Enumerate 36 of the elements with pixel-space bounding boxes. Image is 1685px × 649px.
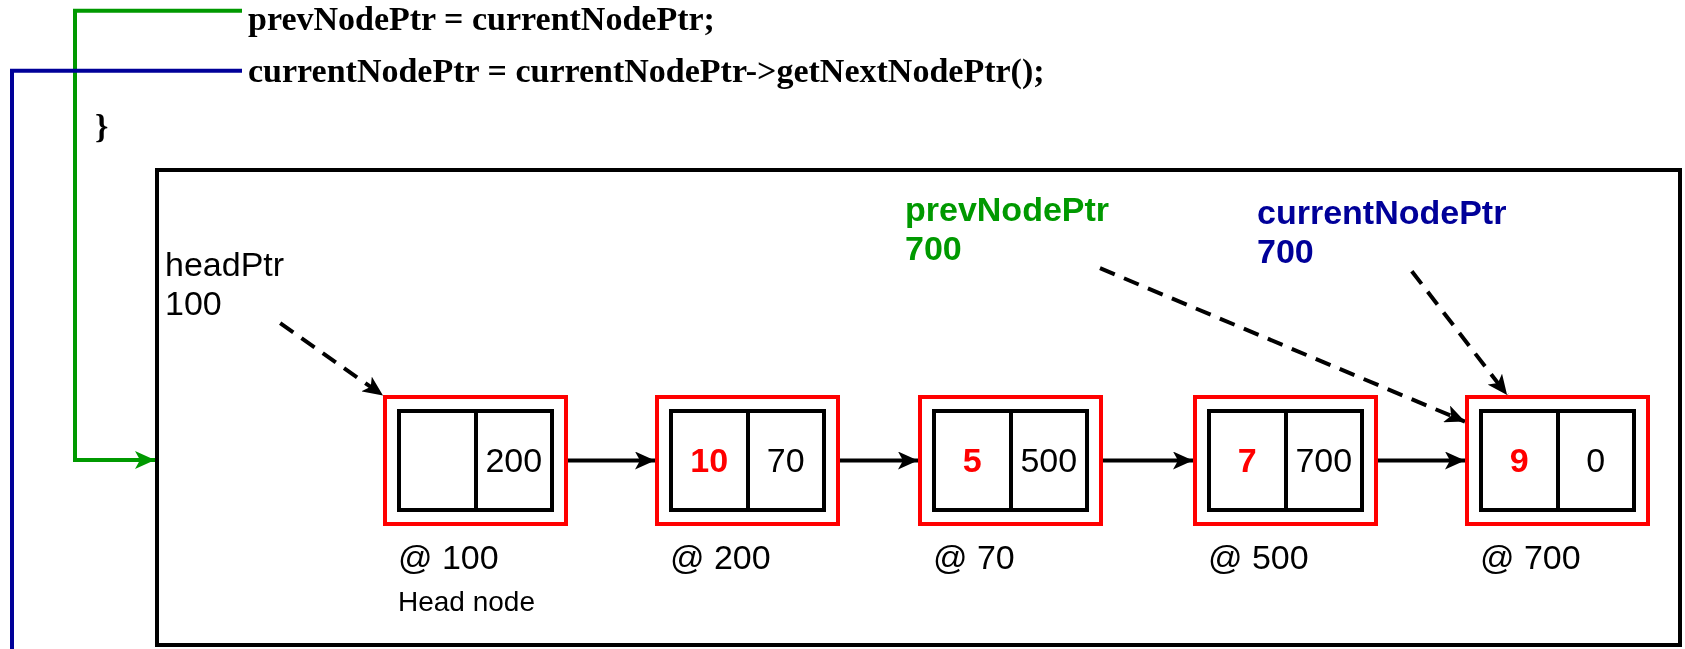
address-label: @ 100: [398, 538, 499, 577]
arrow: [568, 451, 655, 470]
pointer-field: 500: [1012, 413, 1085, 508]
data-field: 9: [1483, 413, 1560, 508]
data-field: 7: [1211, 413, 1288, 508]
code-line: currentNodePtr = currentNodePtr->getNextNodePtr();: [248, 52, 1045, 90]
data-field: 5: [936, 413, 1013, 508]
list-node: [655, 395, 840, 526]
pointer-field: 70: [749, 413, 822, 508]
pointer-label: headPtr 100: [165, 245, 285, 324]
pointer-field: 200: [477, 413, 550, 508]
code-brace: }: [95, 108, 109, 146]
arrow: [73, 8, 242, 469]
list-node: [1193, 395, 1378, 526]
address-label: @ 200: [670, 538, 771, 577]
dashed-arrow: [1410, 270, 1509, 397]
memory-panel: [155, 168, 1682, 647]
pointer-label: prevNodePtr 700: [905, 190, 1110, 269]
code-line: prevNodePtr = currentNodePtr;: [248, 0, 715, 38]
address-label: @ 500: [1208, 538, 1309, 577]
list-node: [918, 395, 1103, 526]
pointer-field: 700: [1287, 413, 1360, 508]
arrow: [1378, 451, 1465, 470]
arrow: [840, 451, 918, 470]
address-label: @ 70: [933, 538, 1015, 577]
arrow: [1103, 451, 1193, 470]
list-node: [383, 395, 568, 526]
dashed-arrow: [279, 321, 385, 398]
address-label: @ 700: [1480, 538, 1581, 577]
list-node: [1465, 395, 1650, 526]
dashed-arrow: [1099, 266, 1466, 424]
data-field: 10: [673, 413, 750, 508]
pointer-label: currentNodePtr 700: [1257, 193, 1507, 272]
caption-label: Head node: [398, 586, 535, 618]
pointer-field: 0: [1559, 413, 1632, 508]
connector-line: [10, 68, 242, 649]
